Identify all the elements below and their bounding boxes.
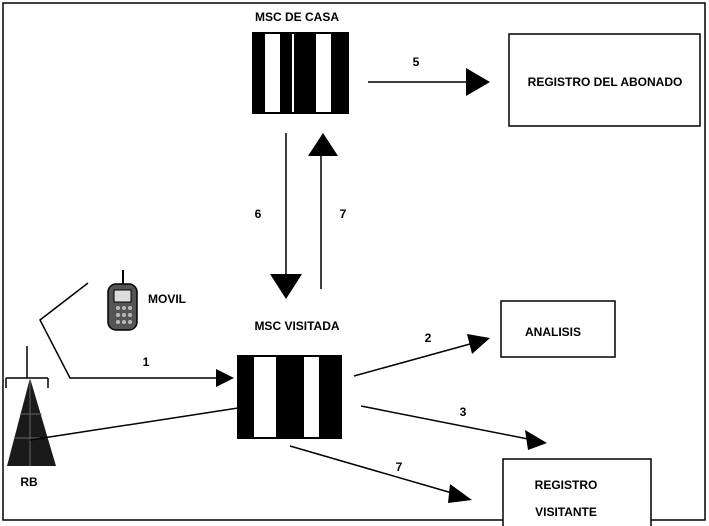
edge-5-label: 5 xyxy=(413,55,420,69)
edge-7-down-arrow xyxy=(289,445,472,503)
edge-1-label: 1 xyxy=(143,355,150,369)
edge-3-label: 3 xyxy=(460,405,467,419)
msc-visited-label: MSC VISITADA xyxy=(254,319,339,333)
analysis-box xyxy=(500,300,616,358)
visitor-registry-box xyxy=(502,458,652,526)
visitor-registry-label-line2: VISITANTE xyxy=(535,505,597,519)
diagram-border xyxy=(2,2,706,521)
mobile-label: MOVIL xyxy=(148,292,186,306)
base-station-icon xyxy=(5,346,56,466)
edge-6-arrow xyxy=(270,133,302,299)
visitor-registry-label-line1: REGISTRO xyxy=(535,478,598,492)
msc-home-label: MSC DE CASA xyxy=(255,10,339,24)
edge-2-label: 2 xyxy=(425,331,432,345)
edge-7-up-label: 7 xyxy=(340,207,347,221)
subscriber-registry-label: REGISTRO DEL ABONADO xyxy=(528,75,683,89)
base-station-label: RB xyxy=(20,475,38,489)
edge-7-down-label: 7 xyxy=(396,460,403,474)
subscriber-registry-box xyxy=(508,33,701,127)
msc-home-node xyxy=(252,32,349,114)
edge-3-arrow xyxy=(360,405,547,450)
analysis-label: ANALISIS xyxy=(525,325,581,339)
mobile-phone-icon xyxy=(107,270,138,331)
edge-5-arrow xyxy=(368,68,490,96)
base-station-link xyxy=(29,407,239,441)
edge-1-arrow xyxy=(39,282,234,387)
msc-visited-node xyxy=(237,355,342,439)
edge-7-up-arrow xyxy=(308,133,338,289)
edge-2-arrow xyxy=(353,334,490,377)
edge-6-label: 6 xyxy=(255,207,262,221)
